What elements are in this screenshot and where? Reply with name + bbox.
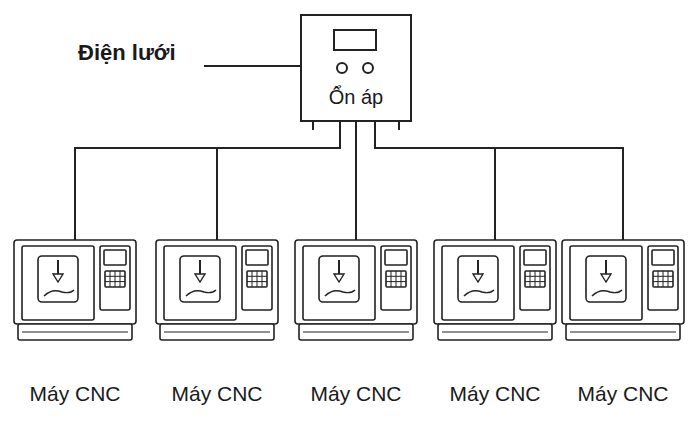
stub-lead	[312, 122, 314, 130]
cnc-machine: Máy CNC	[432, 238, 558, 406]
cnc-machine: Máy CNC	[293, 238, 419, 406]
machine-name: Máy CNC	[2, 382, 148, 406]
cnc-machine: Máy CNC	[12, 238, 138, 406]
machine-name: Máy CNC	[422, 382, 568, 406]
stabilizer-box: Ổn áp	[300, 14, 412, 122]
power-cable	[355, 122, 357, 240]
power-cable	[217, 122, 340, 240]
cnc-machine: Máy CNC	[560, 238, 686, 406]
cnc-illustration	[154, 238, 280, 344]
cnc-illustration	[12, 238, 138, 344]
cnc-illustration	[560, 238, 686, 344]
power-cable	[75, 122, 340, 240]
cnc-illustration	[432, 238, 558, 344]
stabilizer-panel	[302, 16, 410, 76]
source-label: Điện lưới	[78, 40, 176, 66]
stub-lead	[398, 122, 400, 130]
mains-wire	[204, 65, 300, 67]
device-name: Ổn áp	[302, 16, 410, 119]
power-cable	[375, 122, 623, 240]
machine-name: Máy CNC	[550, 382, 689, 406]
machine-name: Máy CNC	[283, 382, 429, 406]
machine-name: Máy CNC	[144, 382, 290, 406]
power-cable	[375, 122, 495, 240]
cnc-machine: Máy CNC	[154, 238, 280, 406]
cnc-illustration	[293, 238, 419, 344]
